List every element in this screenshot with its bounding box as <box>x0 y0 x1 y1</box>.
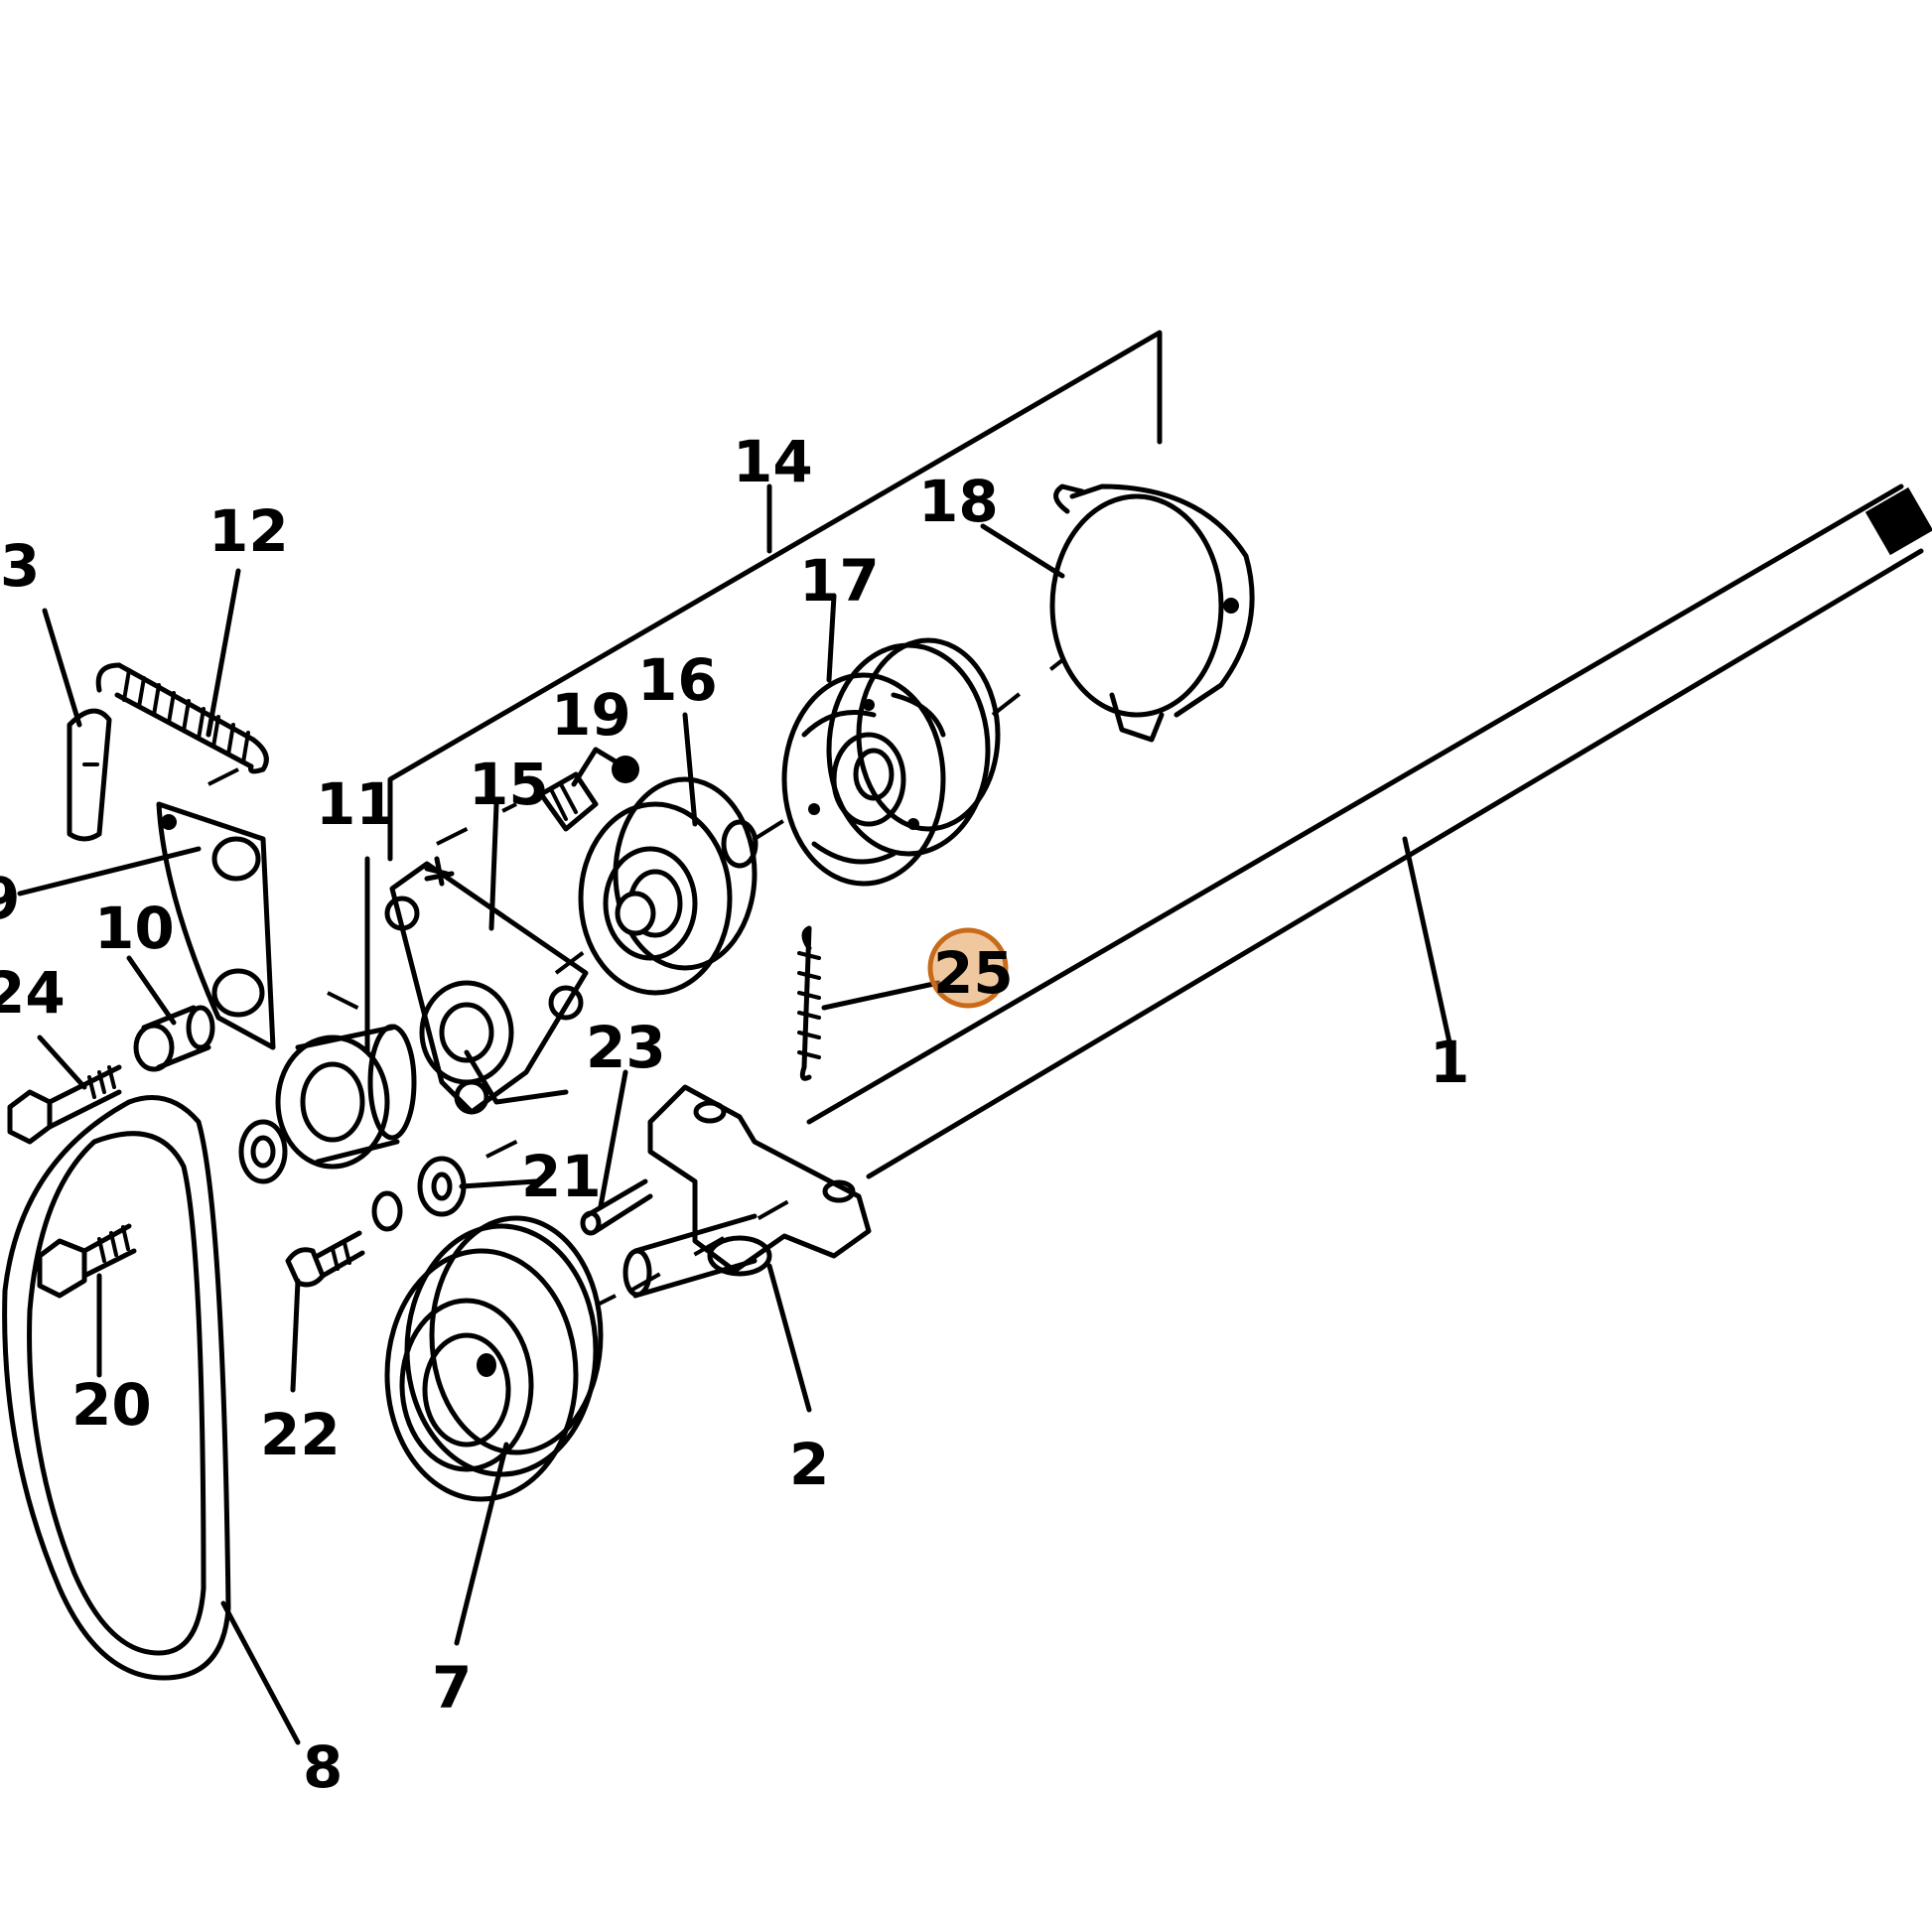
pin-part-23 <box>580 1178 653 1236</box>
callout-9: 9 <box>0 865 20 932</box>
bolt-part-24 <box>7 1064 122 1145</box>
cover-part-18 <box>1049 483 1255 743</box>
callout-21: 21 <box>521 1143 602 1210</box>
latch-part-3 <box>67 708 112 842</box>
assembly-lines <box>207 658 1064 1308</box>
leader-lines <box>17 523 1452 1745</box>
bolt-part-22 <box>285 1230 365 1288</box>
washer-part-21 <box>371 1156 467 1232</box>
shaft-part-1 <box>629 483 1932 1293</box>
bolt-part-20 <box>37 1223 137 1299</box>
nut-part-19 <box>538 756 639 832</box>
callout-23: 23 <box>586 1014 666 1081</box>
callout-8: 8 <box>303 1733 343 1801</box>
spring-part-25 <box>797 925 821 1081</box>
callout-labels: 1 2 3 7 8 9 10 11 12 14 15 16 17 18 19 2… <box>0 428 1469 1801</box>
plate-part-9 <box>156 801 276 1050</box>
spacer-part-10 <box>133 1005 215 1072</box>
spring-part-12 <box>95 662 269 774</box>
bracket-part-2 <box>622 1084 872 1299</box>
callout-19: 19 <box>551 681 631 749</box>
callout-2: 2 <box>789 1431 829 1498</box>
roller-part-11 <box>238 1024 417 1184</box>
callout-25: 25 <box>933 939 1014 1007</box>
pulley-part-16 <box>578 776 759 996</box>
callout-20: 20 <box>71 1371 152 1439</box>
callout-1: 1 <box>1430 1029 1469 1096</box>
callout-14: 14 <box>733 428 813 495</box>
pulley-part-7 <box>384 1215 604 1502</box>
callout-22: 22 <box>260 1401 341 1468</box>
belt-part-8 <box>2 1095 231 1681</box>
callout-7: 7 <box>432 1654 472 1722</box>
callout-11: 11 <box>316 770 396 838</box>
plate-part-15 <box>384 856 589 1115</box>
callout-18: 18 <box>918 468 999 535</box>
callout-15: 15 <box>469 751 549 818</box>
callout-3: 3 <box>0 532 40 600</box>
clutch-plate-part-17 <box>781 637 1001 887</box>
callout-17: 17 <box>799 547 880 615</box>
callout-16: 16 <box>637 646 718 714</box>
assembly-bracket-part-14 <box>387 330 1163 862</box>
callout-12: 12 <box>208 497 289 565</box>
callout-10: 10 <box>94 895 175 962</box>
highlight-marker <box>927 927 1009 1009</box>
callout-24: 24 <box>0 959 66 1027</box>
